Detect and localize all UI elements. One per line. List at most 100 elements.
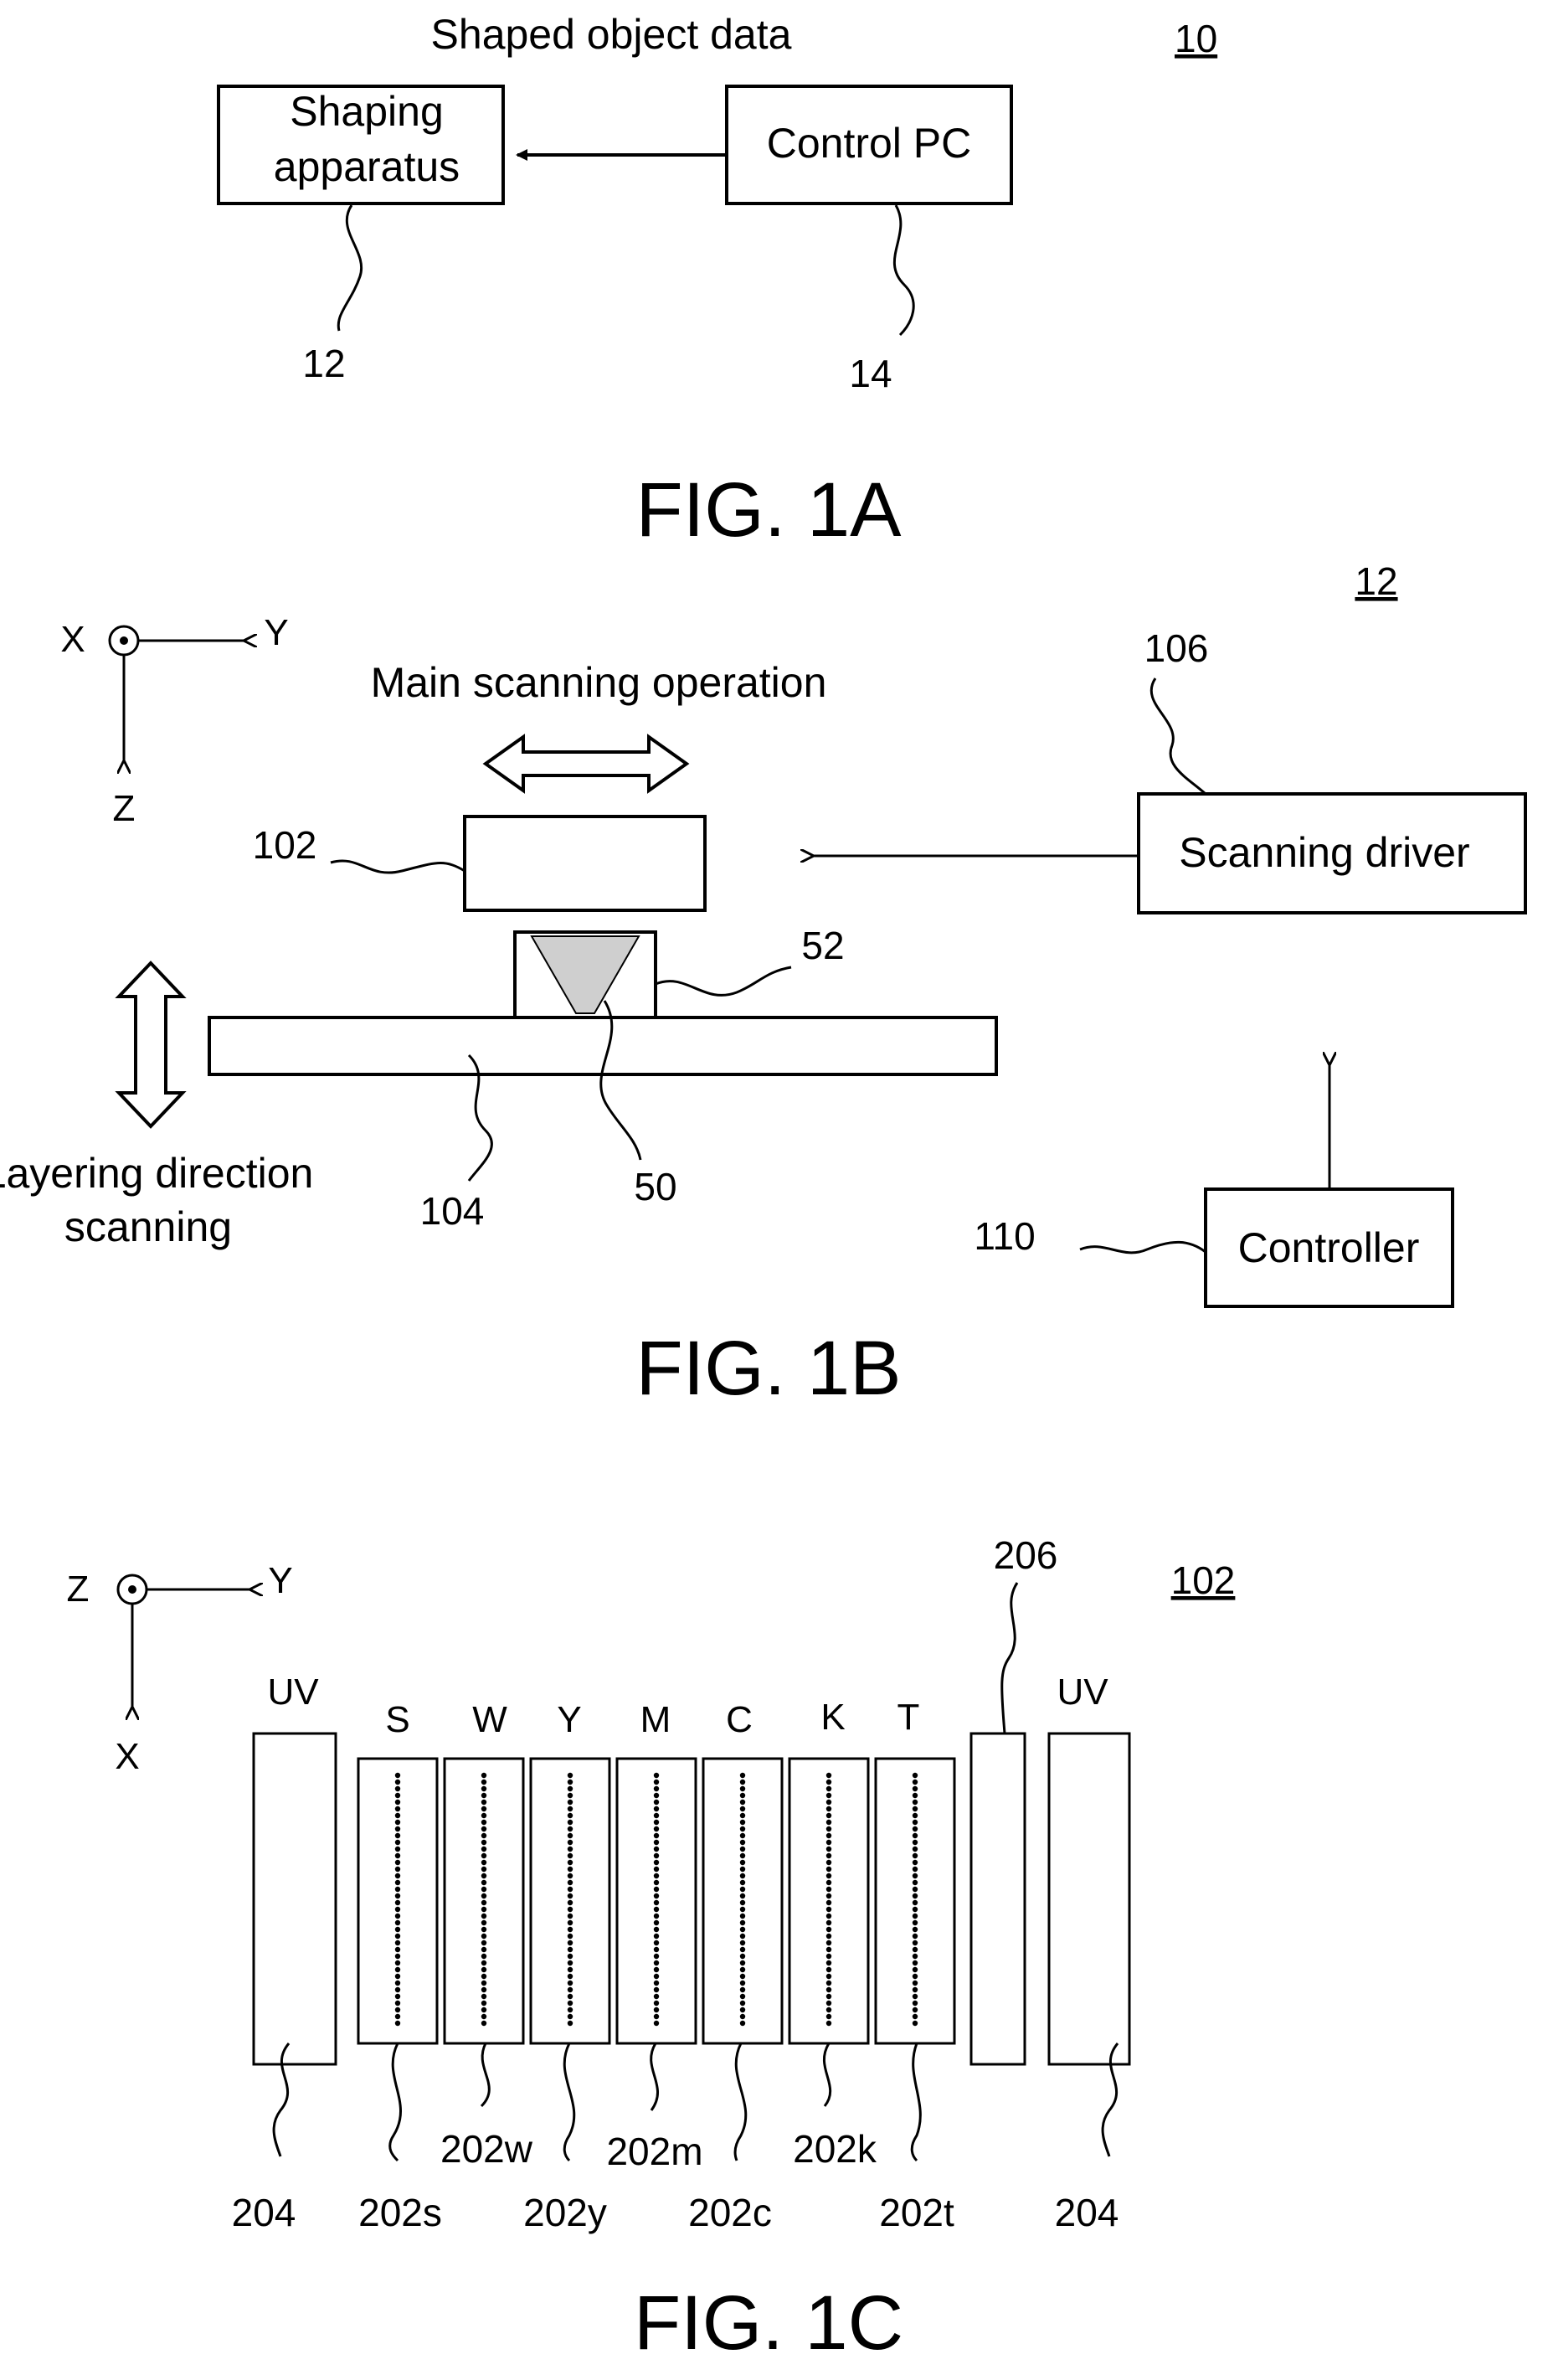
nozzle-dot [826, 1987, 831, 1992]
nozzle-dot [740, 1934, 745, 1939]
axis-indicator-1c: Z Y X [67, 1560, 293, 1777]
nozzle-dot [654, 1853, 659, 1858]
nozzle-dot [826, 1981, 831, 1986]
number-50: 50 [634, 1165, 676, 1208]
nozzle-dot [826, 1880, 831, 1885]
number-204-left: 204 [232, 2191, 296, 2234]
nozzle-dot [395, 1887, 400, 1892]
nozzle-dot [481, 1920, 486, 1925]
shaped-object-data-label: Shaped object data [431, 11, 792, 58]
number-204-right: 204 [1055, 2191, 1119, 2234]
nozzle-dot [568, 1880, 573, 1885]
nozzle-dot [913, 1847, 918, 1852]
figure-caption-1a: FIG. 1A [636, 467, 903, 553]
nozzle-dot [481, 1880, 486, 1885]
nozzle-dot [654, 1880, 659, 1885]
nozzle-dot [481, 1927, 486, 1932]
nozzle-dot [740, 1967, 745, 1972]
head-letter-labels: S W Y M C K T [385, 1697, 919, 1740]
nozzle-dot [740, 1974, 745, 1979]
nozzle-dot [740, 2021, 745, 2026]
nozzle-dot [654, 1806, 659, 1811]
nozzle-dot [568, 1773, 573, 1778]
nozzle-dot [826, 1947, 831, 1952]
nozzle-dot [395, 2021, 400, 2026]
head-letter-w: W [472, 1699, 507, 1740]
nozzle-dot [654, 1974, 659, 1979]
axis-indicator-1b: X Y Z [60, 612, 288, 829]
nozzle-dot [395, 1981, 400, 1986]
flattening-roller [971, 1733, 1025, 2064]
nozzle-dot [395, 1860, 400, 1865]
uv-right-label: UV [1057, 1672, 1108, 1713]
nozzle-dot [395, 1994, 400, 1999]
scanning-driver-label: Scanning driver [1179, 829, 1469, 876]
nozzle-dot [826, 1967, 831, 1972]
nozzle-dot [568, 2001, 573, 2006]
nozzle-dot [395, 1793, 400, 1798]
nozzle-dot [826, 1887, 831, 1892]
control-pc-label: Control PC [767, 120, 972, 167]
head-letter-s: S [385, 1699, 409, 1740]
nozzle-dot [568, 1920, 573, 1925]
nozzle-dot [395, 1780, 400, 1785]
nozzle-dot [568, 1867, 573, 1872]
head-box [465, 817, 705, 910]
nozzle-dot [826, 1873, 831, 1878]
nozzle-dot [481, 1907, 486, 1912]
nozzle-dot [481, 1773, 486, 1778]
nozzle-dot [395, 1900, 400, 1905]
head-letter-m: M [640, 1699, 671, 1740]
axis-y-label: Y [264, 612, 288, 653]
nozzle-dot [481, 1987, 486, 1992]
nozzle-dot [654, 2007, 659, 2012]
nozzle-dot [740, 2007, 745, 2012]
nozzle-dot [481, 1974, 486, 1979]
nozzle-dot [826, 1813, 831, 1818]
controller-label: Controller [1238, 1224, 1420, 1271]
nozzle-dot [654, 1920, 659, 1925]
nozzle-dot [654, 1927, 659, 1932]
nozzle-dot [395, 1893, 400, 1898]
nozzle-rows [395, 1773, 918, 2026]
nozzle-dot [654, 1893, 659, 1898]
nozzle-dot [568, 1813, 573, 1818]
nozzle-dot [568, 1853, 573, 1858]
nozzle-dot [568, 1981, 573, 1986]
nozzle-dot [740, 1880, 745, 1885]
nozzle-dot [740, 1780, 745, 1785]
nozzle-dot [568, 1800, 573, 1805]
fig1b-ref-number: 12 [1355, 559, 1397, 603]
nozzle-dot [395, 1833, 400, 1838]
number-102: 102 [253, 823, 317, 867]
leader-line-202s [390, 2043, 401, 2161]
number-202s: 202s [358, 2191, 442, 2234]
nozzle-dot [568, 1947, 573, 1952]
nozzle-dot [395, 1907, 400, 1912]
figure-caption-1b: FIG. 1B [636, 1326, 902, 1411]
nozzle-dot [913, 1947, 918, 1952]
main-scanning-double-arrow [486, 737, 687, 791]
nozzle-dot [568, 1967, 573, 1972]
nozzle-dot [826, 1920, 831, 1925]
nozzle-dot [913, 1934, 918, 1939]
number-202c: 202c [688, 2191, 772, 2234]
nozzle-dot [740, 1867, 745, 1872]
nozzle-dot [481, 1893, 486, 1898]
nozzle-dot [913, 1967, 918, 1972]
nozzle-dot [826, 1793, 831, 1798]
nozzle-dot [395, 1813, 400, 1818]
nozzle-dot [395, 1840, 400, 1845]
nozzle-dot [913, 1954, 918, 1959]
nozzle-dot [654, 1813, 659, 1818]
nozzle-dot [913, 1853, 918, 1858]
number-202m: 202m [606, 2130, 702, 2173]
nozzle-dot [481, 1793, 486, 1798]
shaped-object-50 [532, 936, 639, 1013]
nozzle-dot [826, 2007, 831, 2012]
nozzle-dot [740, 1893, 745, 1898]
layering-direction-label-line1: Layering direction [0, 1150, 313, 1197]
nozzle-dot [568, 1954, 573, 1959]
nozzle-dot [481, 1900, 486, 1905]
nozzle-dot [826, 1927, 831, 1932]
